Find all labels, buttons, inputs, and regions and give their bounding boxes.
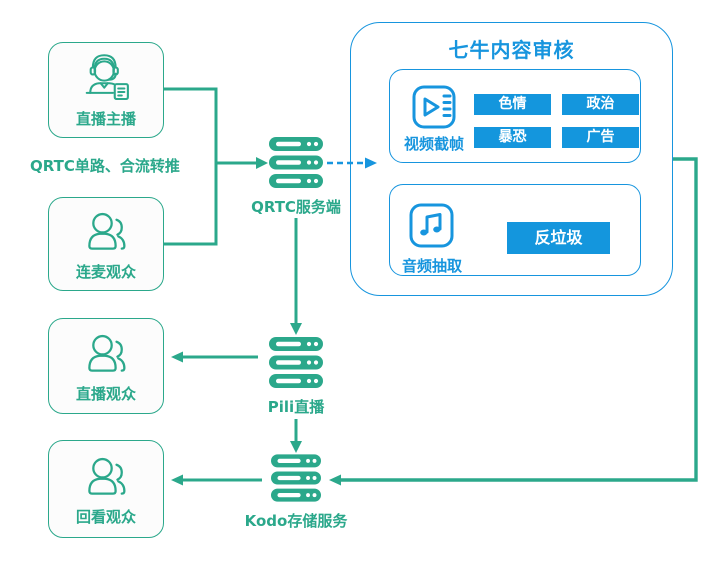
audio-extract-box: 音频抽取 反垃圾 bbox=[389, 184, 641, 276]
flow-label: QRTC单路、合流转推 bbox=[30, 157, 180, 175]
server-label: QRTC服务端 bbox=[251, 198, 341, 216]
server-stack-icon bbox=[271, 454, 321, 502]
node-broadcaster: 直播主播 bbox=[48, 42, 164, 138]
video-frame-icon bbox=[412, 85, 456, 129]
moderation-panel: 七牛内容审核 视频截帧 色情 政治 暴恐 广告 bbox=[350, 22, 673, 296]
tag-porn: 色情 bbox=[474, 94, 551, 115]
video-frame-label: 视频截帧 bbox=[403, 135, 464, 153]
server-stack-icon bbox=[269, 137, 323, 188]
arrowhead-pili-into-kodo bbox=[290, 441, 302, 453]
tag-antispam: 反垃圾 bbox=[507, 222, 610, 254]
broadcaster-icon bbox=[85, 53, 129, 100]
node-label: 连麦观众 bbox=[75, 262, 136, 281]
audio-extract-icon bbox=[409, 203, 454, 248]
arrowhead-into-live-audience bbox=[171, 351, 183, 363]
audio-extract-label: 音频抽取 bbox=[401, 257, 462, 275]
node-label: 直播观众 bbox=[75, 384, 136, 403]
arrowhead-into-replay-audience bbox=[171, 474, 183, 486]
moderation-title: 七牛内容审核 bbox=[448, 38, 575, 62]
audience-icon bbox=[88, 212, 126, 250]
server-pili: Pili直播 bbox=[236, 337, 356, 417]
video-frame-capture-box: 视频截帧 色情 政治 暴恐 广告 bbox=[389, 69, 641, 163]
video-tags: 色情 政治 暴恐 广告 bbox=[474, 94, 639, 148]
server-kodo: Kodo存储服务 bbox=[236, 454, 356, 531]
node-label: 回看观众 bbox=[75, 507, 136, 526]
audience-icon bbox=[88, 334, 126, 372]
server-label: Kodo存储服务 bbox=[244, 512, 348, 530]
node-label: 直播主播 bbox=[75, 109, 136, 128]
audience-icon bbox=[88, 457, 126, 495]
server-label: Pili直播 bbox=[267, 398, 325, 416]
tag-terror: 暴恐 bbox=[474, 127, 551, 148]
server-stack-icon bbox=[269, 337, 323, 388]
node-replay-audience: 回看观众 bbox=[48, 440, 164, 538]
server-qrtc: QRTC服务端 bbox=[236, 137, 356, 217]
node-co-mic-audience: 连麦观众 bbox=[48, 197, 164, 291]
tag-ads: 广告 bbox=[562, 127, 639, 148]
node-live-audience: 直播观众 bbox=[48, 318, 164, 414]
tag-politics: 政治 bbox=[562, 94, 639, 115]
arrowhead-into-pili bbox=[290, 323, 302, 335]
